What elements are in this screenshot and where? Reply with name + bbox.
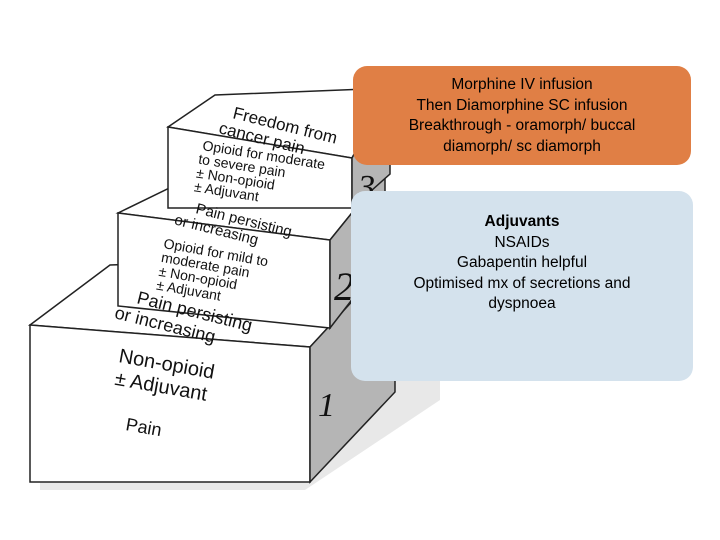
blue-heading: Adjuvants <box>484 213 560 230</box>
blue-line-2: Gabapentin helpful <box>456 254 588 271</box>
step-1-front <box>29 324 311 483</box>
blue-info-box: Adjuvants NSAIDs Gabapentin helpful Opti… <box>351 191 693 381</box>
orange-line-2: Then Diamorphine SC infusion <box>416 96 628 114</box>
blue-line-4: dyspnoea <box>488 295 556 312</box>
blue-line-3: Optimised mx of secretions and <box>413 274 631 292</box>
step-1-number: 1 <box>318 387 335 424</box>
orange-line-1: Morphine IV infusion <box>451 76 593 93</box>
orange-line-4: diamorph/ sc diamorph <box>443 137 601 155</box>
step-2-number: 2 <box>334 264 354 309</box>
orange-info-box: Morphine IV infusion Then Diamorphine SC… <box>353 66 691 165</box>
orange-line-3: Breakthrough - oramorph/ buccal <box>408 117 636 134</box>
step-3-treatment: Opioid for moderate to severe pain ± Non… <box>193 137 326 204</box>
blue-line-1: NSAIDs <box>494 233 550 251</box>
